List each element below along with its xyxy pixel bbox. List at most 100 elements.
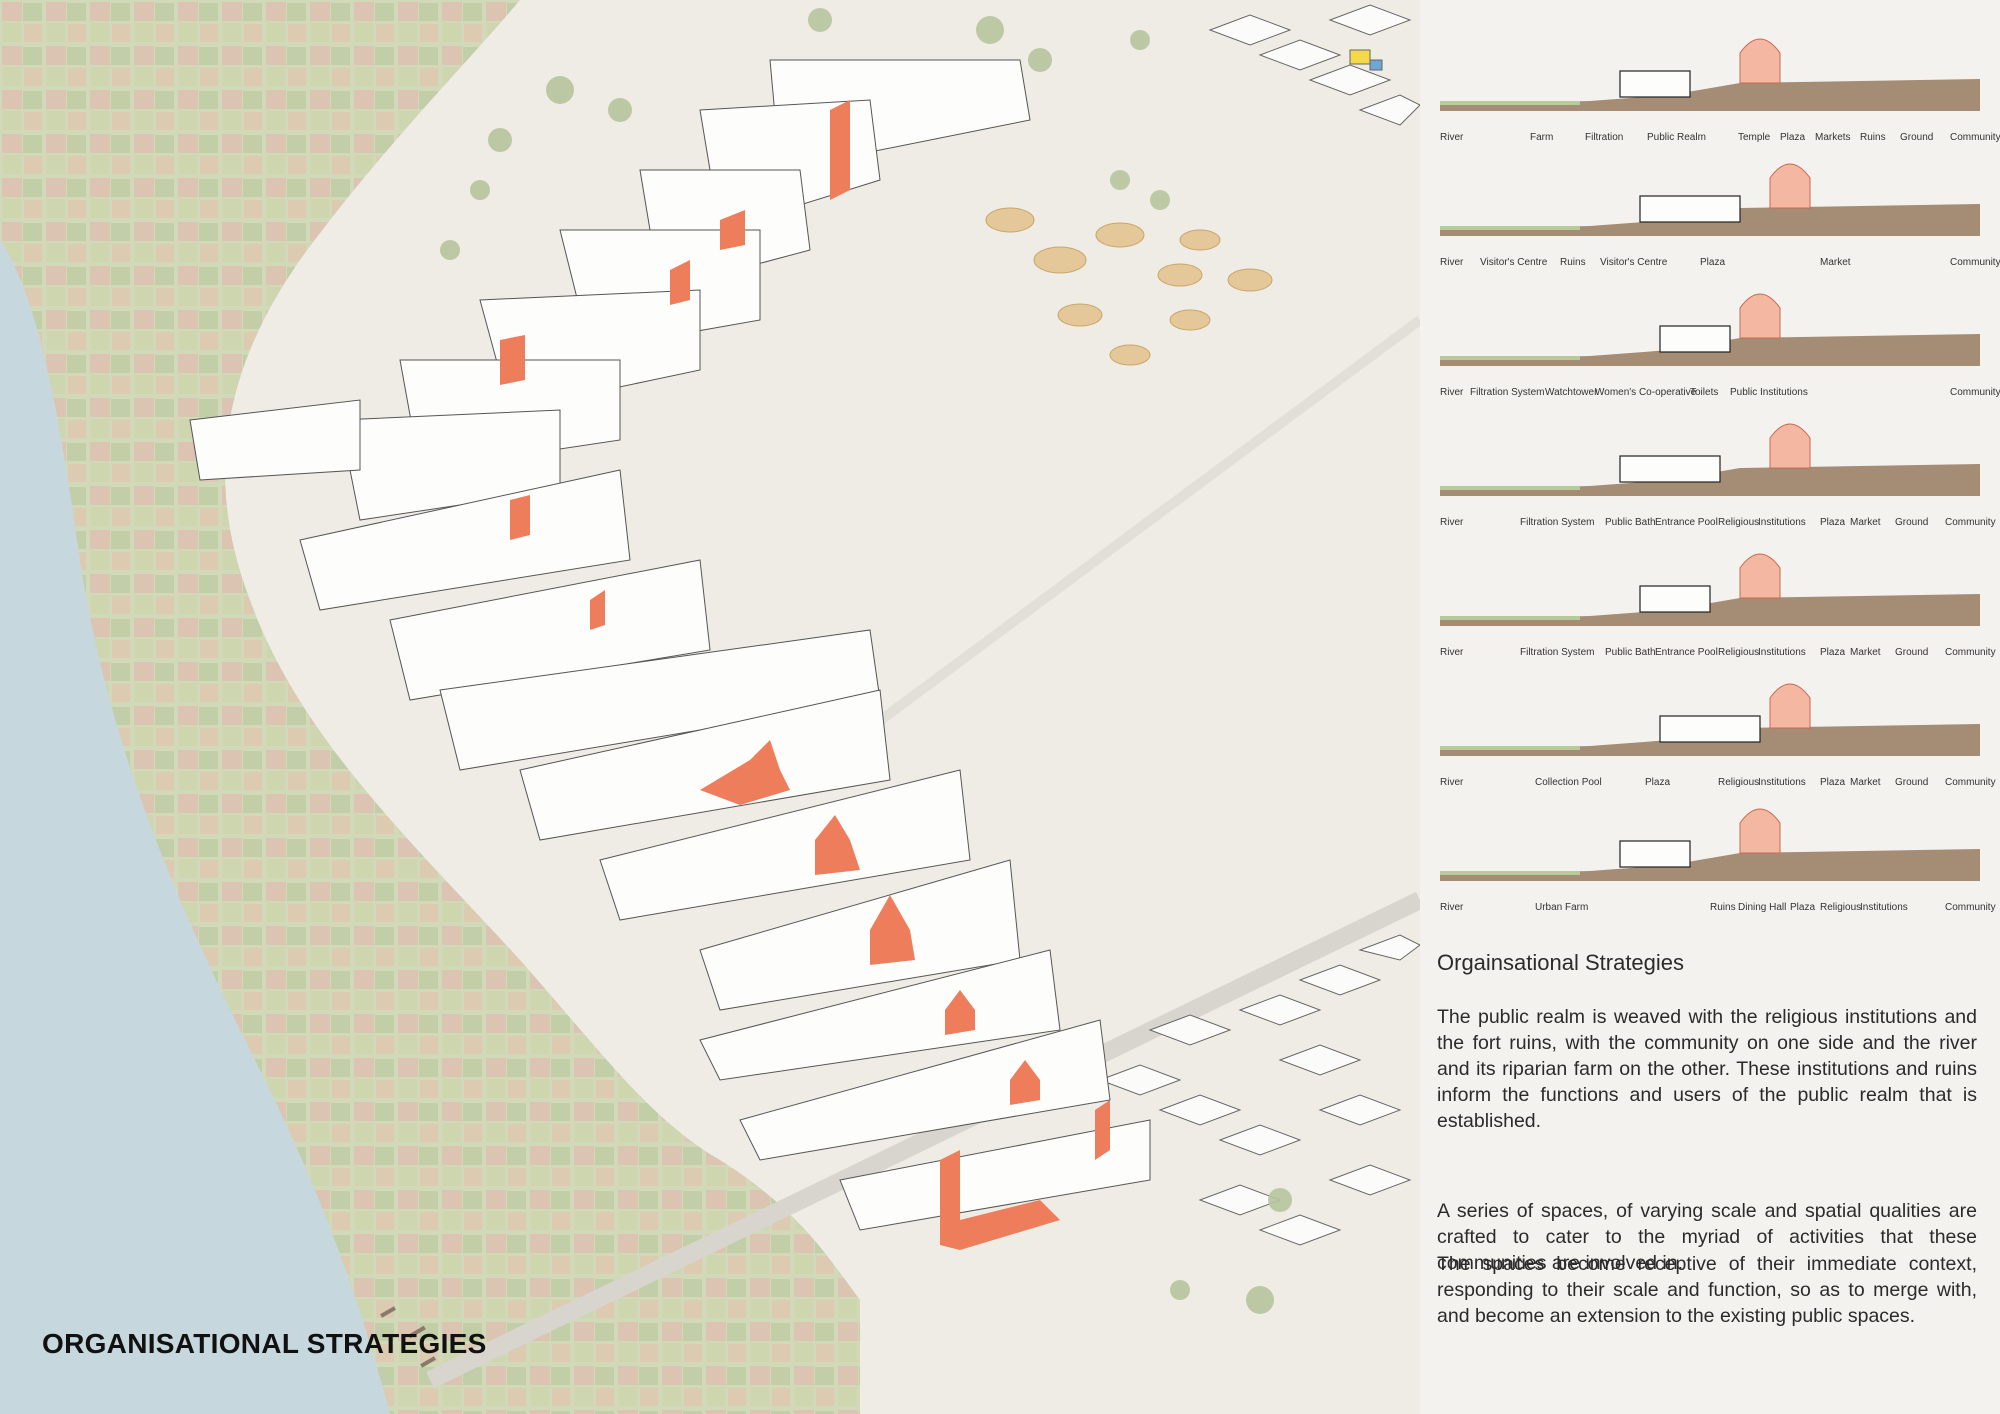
- section-label: Ruins: [1560, 257, 1586, 268]
- section-label: Market: [1850, 777, 1881, 788]
- temple-ruin-silhouette: [1739, 808, 1781, 854]
- section-label: Ruins: [1860, 132, 1886, 143]
- temple-ruin-silhouette: [1739, 38, 1781, 84]
- section-label: Institutions: [1758, 647, 1806, 658]
- section-label: Religious: [1718, 517, 1759, 528]
- section-label: Urban Farm: [1535, 902, 1588, 913]
- section-label: Community: [1950, 257, 2000, 268]
- section-label: River: [1440, 777, 1464, 788]
- section-label: Entrance Pool: [1655, 647, 1718, 658]
- section-label: Plaza: [1820, 517, 1845, 528]
- section-label: Institutions: [1758, 517, 1806, 528]
- building-section: [1619, 70, 1691, 98]
- section-label: Dining Hall: [1738, 902, 1786, 913]
- section-label: Filtration System: [1470, 387, 1544, 398]
- section-label: Plaza: [1820, 777, 1845, 788]
- side-heading: Orgainsational Strategies: [1437, 950, 1685, 975]
- site-section-1: River Farm Filtration Public Realm Temple Pla…: [1440, 38, 2000, 143]
- section-label: Market: [1850, 517, 1881, 528]
- section-label: Visitor's Centre: [1480, 257, 1548, 268]
- section-label: Community: [1945, 517, 1996, 528]
- section-label: River: [1440, 132, 1464, 143]
- temple-ruin-silhouette: [1769, 423, 1811, 469]
- boats: [380, 1306, 436, 1368]
- section-label: Religious: [1718, 647, 1759, 658]
- temple-ruin-silhouette: [1769, 163, 1811, 209]
- central-path: [426, 891, 1420, 1389]
- section-label: Community: [1945, 777, 1996, 788]
- isometric-site-axonometric: [0, 0, 1420, 1414]
- section-label: Religious: [1718, 777, 1759, 788]
- section-label: Plaza: [1820, 647, 1845, 658]
- section-label: Public Bath: [1605, 517, 1656, 528]
- section-label: Plaza: [1780, 132, 1805, 143]
- section-label: Community: [1950, 132, 2000, 143]
- section-label: River: [1440, 647, 1464, 658]
- section-label: River: [1440, 517, 1464, 528]
- upper-path: [797, 315, 1420, 785]
- ruins: [500, 100, 1110, 1250]
- site-section-2: River Visitor's Centre Ruins Visitor's Cent…: [1440, 163, 2000, 268]
- building-section: [1619, 840, 1691, 868]
- section-label: Entrance Pool: [1655, 517, 1718, 528]
- ground-profile: [1440, 79, 1980, 111]
- section-label: Collection Pool: [1535, 777, 1602, 788]
- farm-grass: [1440, 746, 1580, 750]
- section-label: Markets: [1815, 132, 1851, 143]
- section-cuts: [189, 59, 1151, 1231]
- section-label: Plaza: [1645, 777, 1670, 788]
- trees: [440, 8, 1292, 1314]
- lower-community: [1098, 934, 1420, 1246]
- section-label: Ruins: [1710, 902, 1736, 913]
- paragraph-1: The public realm is weaved with the reli…: [1437, 1006, 1977, 1132]
- building-section: [1639, 195, 1741, 223]
- section-label: River: [1440, 257, 1464, 268]
- upper-community: [1208, 4, 1420, 126]
- page-title: ORGANISATIONAL STRATEGIES: [42, 1328, 487, 1359]
- section-label: Filtration System: [1520, 647, 1594, 658]
- section-label: Community: [1945, 902, 1996, 913]
- paragraph-3: The spaces become receptive of their imm…: [1437, 1253, 1977, 1327]
- section-label: Institutions: [1860, 902, 1908, 913]
- paragraph-2: A series of spaces, of varying scale and…: [1437, 1200, 1977, 1274]
- section-label: Religious: [1820, 902, 1861, 913]
- ground-profile: [1440, 849, 1980, 881]
- section-label: Temple: [1738, 132, 1771, 143]
- temple-ruin-silhouette: [1739, 553, 1781, 599]
- section-label: Community: [1950, 387, 2000, 398]
- section-label: Toilets: [1690, 387, 1718, 398]
- section-label: Farm: [1530, 132, 1553, 143]
- section-label: Women's Co-operative: [1595, 387, 1697, 398]
- section-label: Ground: [1895, 517, 1928, 528]
- farm-grass: [1440, 356, 1580, 360]
- section-label: Public Realm: [1647, 132, 1706, 143]
- temple-ruin-silhouette: [1739, 293, 1781, 339]
- river: [0, 240, 390, 1414]
- section-label: Watchtower: [1545, 387, 1598, 398]
- building-section: [1639, 585, 1711, 613]
- section-label: River: [1440, 387, 1464, 398]
- section-label: Community: [1945, 647, 1996, 658]
- section-label: Visitor's Centre: [1600, 257, 1668, 268]
- farm-grass: [1440, 871, 1580, 875]
- building-section: [1619, 455, 1721, 483]
- section-label: Ground: [1900, 132, 1933, 143]
- section-label: Filtration: [1585, 132, 1623, 143]
- farm-grass: [1440, 486, 1580, 490]
- section-label: Plaza: [1790, 902, 1815, 913]
- building-section: [1659, 715, 1761, 743]
- temple-ruin-silhouette: [1769, 683, 1811, 729]
- section-label: River: [1440, 902, 1464, 913]
- section-label: Plaza: [1700, 257, 1725, 268]
- farm-grass: [1440, 101, 1580, 105]
- haystacks: [985, 207, 1273, 366]
- section-label: Market: [1850, 647, 1881, 658]
- section-label: Public Bath: [1605, 647, 1656, 658]
- section-label: Market: [1820, 257, 1851, 268]
